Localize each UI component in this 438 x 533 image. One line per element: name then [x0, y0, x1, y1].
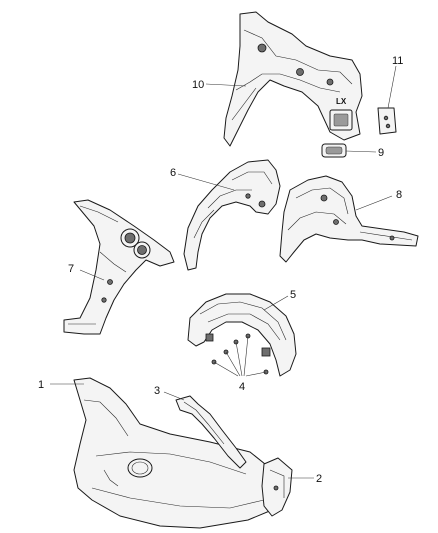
part-9-plug [321, 143, 347, 158]
leader-10 [205, 83, 247, 87]
leader-8 [355, 195, 393, 211]
leader-6 [177, 173, 235, 191]
leader-5 [263, 295, 289, 311]
callout-4: 4 [239, 381, 245, 393]
part-2-corner-bracket [261, 457, 293, 517]
callout-9: 9 [378, 147, 384, 159]
callout-8: 8 [396, 189, 402, 201]
callout-2: 2 [316, 473, 322, 485]
callout-1: 1 [38, 379, 44, 391]
panel-stamp-label: LX [336, 97, 347, 106]
part-6-wheelhouse-outer [183, 159, 281, 271]
callout-5: 5 [290, 289, 296, 301]
part-8-wheelhouse-inner [279, 175, 419, 263]
callout-10: 10 [192, 79, 204, 91]
leader-9 [345, 150, 377, 153]
callout-7: 7 [68, 263, 74, 275]
part-5-wheelhouse-liner [187, 293, 297, 377]
callout-6: 6 [170, 167, 176, 179]
leader-4-group [213, 335, 267, 377]
leader-7 [79, 269, 105, 281]
callout-11: 11 [392, 55, 403, 67]
leader-3 [163, 391, 185, 401]
part-11-patch [377, 107, 397, 135]
part-10-quarter-inner-panel: LX [223, 11, 363, 147]
part-7-pillar-panel [63, 199, 175, 335]
leader-lines [50, 65, 397, 479]
callout-3: 3 [154, 385, 160, 397]
callout-labels: 10 11 9 6 8 7 5 4 1 3 2 [38, 55, 403, 485]
part-3-bracket [175, 395, 247, 469]
part-4-fasteners [211, 333, 269, 375]
leader-11 [387, 65, 397, 109]
